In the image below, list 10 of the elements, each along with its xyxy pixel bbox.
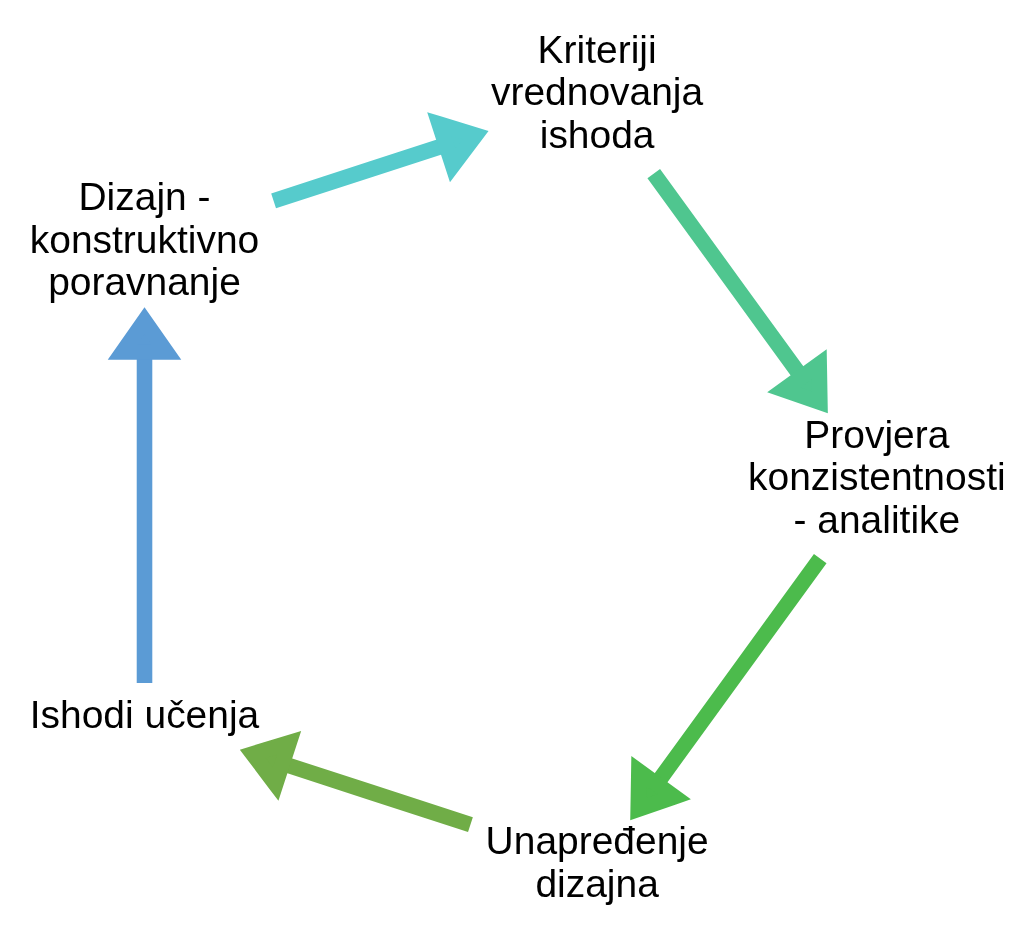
arrow [107, 306, 182, 683]
arrow [630, 553, 827, 820]
node-text: Unapređenje dizajna [485, 818, 709, 905]
node-text: Ishodi učenja [29, 692, 260, 736]
node-text: Kriteriji vrednovanja ishoda [491, 27, 704, 156]
node-text: Provjera konzistentnosti - analitike [748, 412, 1006, 541]
arrow [271, 111, 489, 208]
node-text: Dizajn - konstruktivno poravnanje [29, 174, 260, 303]
arrow [647, 168, 828, 413]
arrow [239, 730, 473, 832]
